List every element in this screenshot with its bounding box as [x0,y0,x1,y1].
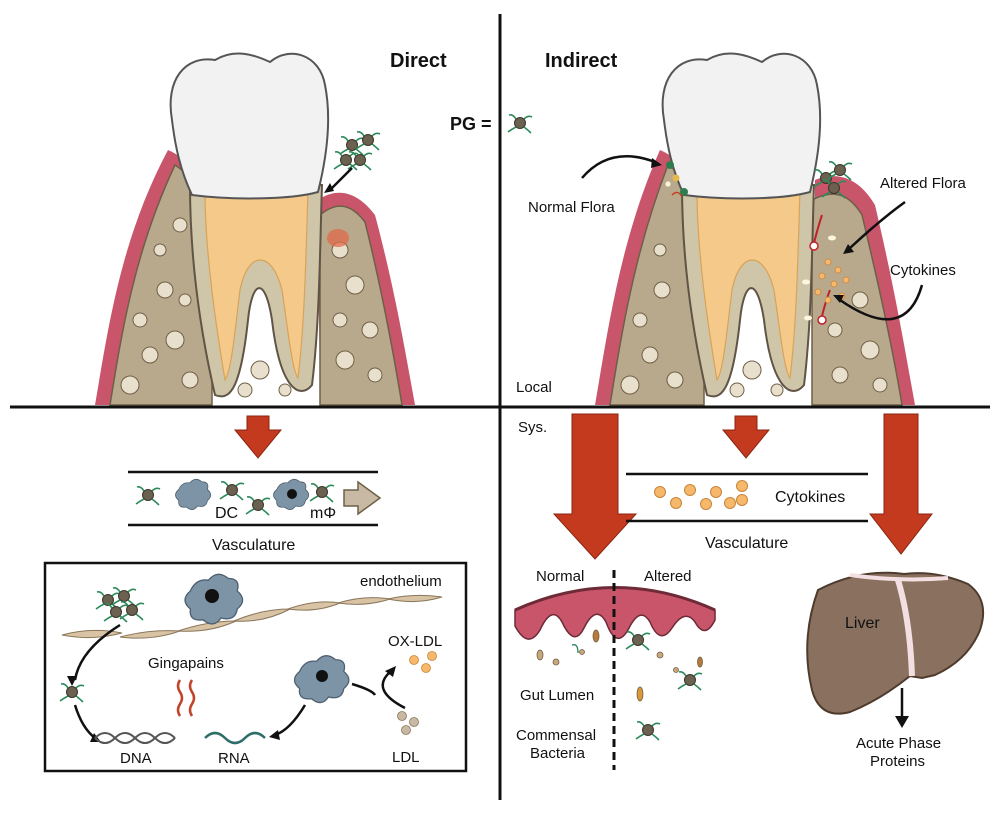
rna-label: RNA [218,750,250,767]
arrow-normal-flora [581,155,656,179]
arrow-macrophage-to-ldl [351,682,377,696]
vasculature-label-direct: Vasculature [212,537,295,554]
indirect-tooth [581,52,924,406]
ldl-label: LDL [392,749,420,766]
gingipains-label: Gingapains [148,655,224,672]
direct-vessel [128,470,382,527]
ox-ldl-label: OX-LDL [388,633,442,650]
arrow-cytokines [839,284,924,321]
macrophage-label: mΦ [310,505,336,522]
acute-phase-label: Acute Phase [856,735,941,752]
tooth-crown [169,52,330,200]
arrow-pg-to-gum [329,167,353,191]
dna-label: DNA [120,750,152,767]
bone-trabeculae-2 [620,243,888,398]
gut-normal-label: Normal [536,568,584,585]
gut-altered-label: Altered [644,568,692,585]
arrow-ldl-to-oxldl [381,671,406,710]
cytokines-vessel-label: Cytokines [775,489,845,506]
altered-bacteria [636,651,703,702]
bone-trabeculae [120,217,383,398]
liver-label: Liver [845,615,880,632]
vasculature-label-indirect: Vasculature [705,535,788,552]
dna-icon [94,732,176,744]
local-label: Local [516,379,552,396]
normal-flora-cluster [664,161,688,198]
commensal-label: Commensal [516,727,596,744]
pg-legend-label: PG = [450,114,492,134]
endothelium-label: endothelium [360,573,442,590]
arrow-altered-flora [849,200,906,249]
vessel-cytokine-dots [654,480,748,510]
tooth-crown-2 [661,52,822,200]
normal-flora-label: Normal Flora [528,199,615,216]
local-cytokine-dots [814,258,850,304]
ox-ldl-dots [409,651,437,673]
direct-tooth [95,52,415,406]
acute-phase-label-2: Proteins [870,753,925,770]
commensal-label-2: Bacteria [530,745,586,762]
ldl-dots [397,711,419,735]
tooth-pulp [204,189,309,382]
pg-cluster-direct [333,131,381,171]
pg-bacterium-icon [507,114,533,134]
dendritic-cell-icon [175,478,212,511]
systemic-label: Sys. [518,419,547,436]
flow-arrow [343,480,382,516]
down-arrow-liver [868,413,934,555]
arrow-pg-to-cell [73,623,121,681]
liver-icon [806,571,984,715]
gut-lumen-label: Gut Lumen [520,687,594,704]
tooth-pulp-2 [696,189,801,382]
dc-label: DC [215,505,238,522]
inset-panel [43,561,468,773]
header-indirect: Indirect [545,50,618,72]
gut-lumen [514,570,716,770]
header-direct: Direct [390,50,447,72]
down-arrow-gut [552,413,638,560]
rna-icon [204,731,266,745]
commensal-bacteria [536,629,600,666]
endothelium-layer [61,594,443,639]
altered-flora-label: Altered Flora [880,175,967,192]
cytokines-local-label: Cytokines [890,262,956,279]
gingipains-icon [176,679,196,717]
down-arrow-direct [234,415,282,459]
down-arrow-vessel [722,415,770,459]
indirect-vessel [626,472,868,523]
lesion [327,229,349,247]
